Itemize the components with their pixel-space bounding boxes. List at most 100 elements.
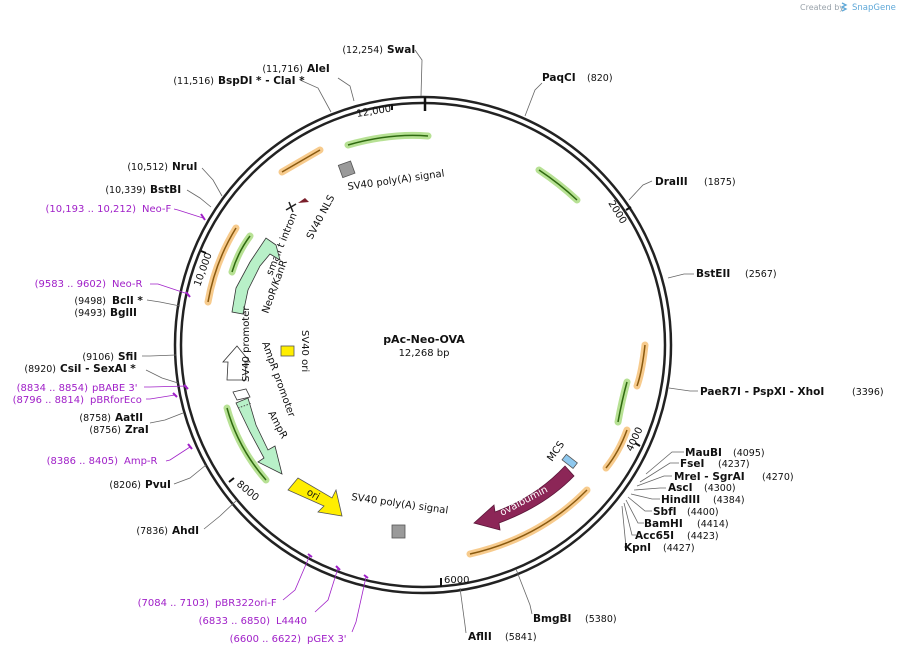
feature-ori-arrow (287, 477, 343, 517)
primer-pbrforeco[interactable]: (8796 .. 8814) pBRforEco (13, 395, 142, 406)
site-pos: (7836) (136, 526, 168, 537)
credit-prefix: Created by (800, 3, 844, 12)
site-name: KpnI (624, 542, 651, 554)
site-pos: (10,512) (127, 162, 168, 173)
site-pos: (11,716) (262, 64, 303, 75)
site-name: PaeR7I - PspXI - XhoI (700, 386, 824, 398)
primer-name: Neo-F (142, 204, 172, 215)
tick-8000: 8000 (228, 477, 261, 504)
site-ahdi[interactable]: (7836) AhdI (136, 525, 199, 537)
primer-l4440[interactable]: (6833 .. 6850) L4440 (199, 616, 307, 627)
site-aatii[interactable]: (8758) AatII (79, 412, 143, 424)
site-pos: (8920) (24, 364, 56, 375)
primer-range: (6833 .. 6850) (199, 616, 271, 627)
site-name: SwaI (387, 44, 415, 56)
site-name: AflII (468, 631, 492, 643)
tick-6000: 6000 (440, 575, 469, 587)
site-pos: (4400) (687, 507, 719, 518)
site-name: BspDI * - ClaI * (218, 75, 305, 87)
primer-range: (8796 .. 8814) (13, 395, 85, 406)
backbone (173, 95, 673, 595)
site-name: CsiI - SexAI * (60, 363, 136, 375)
primer-pbabe-3[interactable]: (8834 .. 8854) pBABE 3' (17, 383, 138, 394)
site-bglii[interactable]: (9493) BglII (74, 307, 137, 319)
site-hindiii[interactable]: HindIII (4384) (661, 494, 745, 506)
feature-neor-kanr-arrow (231, 237, 281, 315)
site-zrai[interactable]: (8756) ZraI (89, 424, 148, 436)
primer-range: (7084 .. 7103) (138, 598, 210, 609)
site-pvui[interactable]: (8206) PvuI (109, 479, 171, 491)
site-name: FseI (680, 458, 704, 470)
primer-range: (8834 .. 8854) (17, 383, 89, 394)
primer-range: (10,193 .. 10,212) (46, 204, 137, 215)
site-csii-sexai[interactable]: (8920) CsiI - SexAI * (24, 363, 136, 375)
site-draiii[interactable]: DraIII (1875) (655, 176, 736, 188)
primer-amp-r[interactable]: (8386 .. 8405) Amp-R (47, 456, 158, 467)
site-mrei-sgrai[interactable]: MreI - SgrAI (4270) (674, 471, 794, 483)
site-drui[interactable]: (10,512) NruI (127, 161, 197, 173)
site-swai[interactable]: (12,254) SwaI (342, 44, 415, 56)
site-pos: (820) (587, 73, 613, 84)
site-fsei[interactable]: FseI (4237) (680, 458, 750, 470)
site-pos: (4423) (687, 531, 719, 542)
tick-label: 6000 (444, 575, 469, 586)
site-bspdi-clai[interactable]: (11,516) BspDI * - ClaI * (173, 75, 305, 87)
tick-label: 12,000 (356, 104, 392, 120)
site-name: DraIII (655, 176, 688, 188)
primer-range: (6600 .. 6622) (230, 634, 302, 645)
site-name: BmgBI (533, 613, 571, 625)
primer-name: pBRforEco (90, 395, 142, 406)
site-pos: (8756) (89, 425, 121, 436)
site-pos: (9106) (82, 352, 114, 363)
site-name: PaqCI (542, 72, 576, 84)
site-bcli[interactable]: (9498) BclI * (74, 295, 143, 307)
primer-range: (8386 .. 8405) (47, 456, 119, 467)
feature-ampr-promoter-arrow (232, 388, 251, 401)
primer-pgex-3[interactable]: (6600 .. 6622) pGEX 3' (230, 634, 347, 645)
site-name: BglII (110, 307, 137, 319)
site-acc65i[interactable]: Acc65I (4423) (635, 530, 719, 542)
feature-ovalbumin-arrow (473, 465, 575, 531)
site-name: ZraI (125, 424, 149, 436)
primer-name: Amp-R (124, 456, 158, 467)
site-pos: (2567) (745, 269, 777, 280)
site-name: PvuI (145, 479, 171, 491)
primer-name: L4440 (276, 616, 307, 627)
site-pos: (11,516) (173, 76, 214, 87)
primer-neo-r[interactable]: (9583 .. 9602) Neo-R (35, 279, 143, 290)
site-name: SbfI (653, 506, 677, 518)
site-pos: (3396) (852, 387, 884, 398)
site-name: AscI (668, 482, 693, 494)
feature-sv40-polya-top (337, 160, 356, 179)
site-bsteii[interactable]: BstEII (2567) (696, 268, 777, 280)
primer-name: pGEX 3' (307, 634, 347, 645)
site-maubi[interactable]: MauBI (4095) (685, 447, 765, 459)
feature-label-sv40-polya-bottom: SV40 poly(A) signal (351, 492, 449, 516)
primer-neo-f[interactable]: (10,193 .. 10,212) Neo-F (46, 204, 172, 215)
site-pos: (4237) (718, 459, 750, 470)
site-asci[interactable]: AscI (4300) (668, 482, 736, 494)
feature-label-sv40-ori: SV40 ori (299, 330, 310, 372)
site-bamhi[interactable]: BamHI (4414) (644, 518, 729, 530)
site-sbfi[interactable]: SbfI (4400) (653, 506, 719, 518)
site-alei[interactable]: (11,716) AleI (262, 63, 329, 75)
site-paqci[interactable]: PaqCI (820) (542, 72, 613, 84)
site-pos: (1875) (704, 177, 736, 188)
site-kpni[interactable]: KpnI (4427) (624, 542, 695, 554)
feature-sv40-polya-bottom (391, 524, 406, 539)
site-name: BstEII (696, 268, 730, 280)
site-pos: (4427) (663, 543, 695, 554)
site-bstbi[interactable]: (10,339) BstBI (105, 184, 181, 196)
site-bmgbi[interactable]: BmgBI (5380) (533, 613, 617, 625)
site-name: MauBI (685, 447, 722, 459)
feature-small-t-intron (285, 201, 297, 213)
site-paer7i-pspxi-xhoi[interactable]: PaeR7I - PspXI - XhoI (3396) (700, 386, 884, 398)
feature-label-sv40-nls: SV40 NLS (305, 193, 337, 241)
site-pos: (4300) (704, 483, 736, 494)
primer-pbr322ori-f[interactable]: (7084 .. 7103) pBR322ori-F (138, 598, 277, 609)
site-aflii[interactable]: AflII (5841) (468, 631, 537, 643)
site-name: SfiI (118, 351, 137, 363)
feature-label-sv40-promoter: SV40 promoter (241, 306, 252, 382)
site-sfii[interactable]: (9106) SfiI (82, 351, 137, 363)
